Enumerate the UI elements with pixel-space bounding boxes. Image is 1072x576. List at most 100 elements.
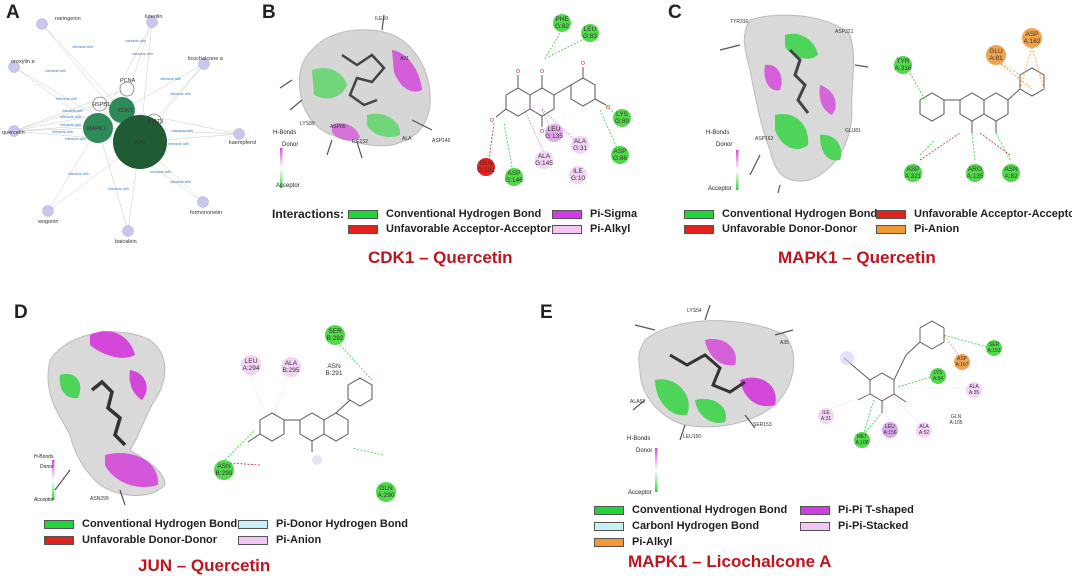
svg-text:GLN: GLN bbox=[951, 414, 962, 420]
svg-text:ILE: ILE bbox=[822, 410, 830, 416]
licochalcone-acceptor-label: Acceptor bbox=[628, 490, 652, 496]
svg-text:G:89: G:89 bbox=[615, 118, 629, 125]
svg-text:interacts with: interacts with bbox=[168, 142, 189, 146]
svg-text:A:167: A:167 bbox=[955, 362, 968, 368]
residue-ala35: ALA A:35 bbox=[966, 382, 982, 398]
svg-text:ASP: ASP bbox=[906, 166, 919, 173]
svg-text:A:108: A:108 bbox=[855, 440, 868, 446]
residue-glu81: GLU A:81 bbox=[986, 45, 1006, 65]
residue-gln290: GLN A:290 bbox=[376, 482, 396, 502]
svg-text:O: O bbox=[606, 105, 610, 111]
node-otoxylin: oroxylin a bbox=[11, 59, 35, 65]
svg-text:ALA: ALA bbox=[285, 360, 298, 367]
svg-text:interacts with: interacts with bbox=[170, 92, 191, 96]
svg-text:interacts with: interacts with bbox=[170, 180, 191, 184]
residue-leu135: LEU G:135 bbox=[545, 124, 563, 142]
node-licochalcone: licochalcone a bbox=[188, 56, 224, 62]
svg-text:G:31: G:31 bbox=[573, 145, 587, 152]
svg-text:B:291: B:291 bbox=[326, 370, 343, 377]
residue-asn82: ASN A:82 bbox=[1002, 164, 1020, 182]
svg-text:LEU: LEU bbox=[245, 358, 258, 365]
panel-letter-b: B bbox=[262, 2, 276, 23]
svg-text:A:31: A:31 bbox=[821, 416, 832, 422]
residue-ile31: ILE A:31 bbox=[818, 408, 834, 424]
legend-d-unfavorable-donor: Unfavorable Donor-Donor bbox=[44, 534, 217, 546]
svg-text:interacts with: interacts with bbox=[56, 97, 77, 101]
svg-text:A:105: A:105 bbox=[949, 420, 962, 426]
svg-text:TYR: TYR bbox=[897, 58, 910, 65]
svg-text:LYS: LYS bbox=[616, 111, 628, 118]
legend-c-conventional-hbond: Conventional Hydrogen Bond bbox=[684, 208, 877, 220]
svg-text:ILE132: ILE132 bbox=[352, 139, 368, 145]
legend-e-carbon-hbond: Carbonl Hydrogen Bond bbox=[594, 520, 759, 532]
svg-text:G:146: G:146 bbox=[505, 177, 523, 184]
node-baicalein: baicalein bbox=[115, 239, 137, 245]
svg-text:A31: A31 bbox=[400, 56, 409, 62]
node-luteolin: luteolin bbox=[145, 14, 162, 20]
svg-text:ASP: ASP bbox=[613, 148, 626, 155]
svg-text:A:54: A:54 bbox=[933, 376, 944, 382]
node-jun: JUN bbox=[134, 140, 145, 146]
cdk1-acceptor-label: Acceptor bbox=[276, 183, 300, 189]
residue-asn291: ASN B:291 bbox=[324, 360, 344, 380]
legend-e-pi-pi-stacked: Pi-Pi-Stacked bbox=[800, 520, 908, 532]
svg-text:GLN: GLN bbox=[479, 160, 493, 167]
svg-text:ASP: ASP bbox=[1025, 31, 1038, 38]
svg-text:interacts with: interacts with bbox=[65, 137, 86, 141]
legend-pi-alkyl: Pi-Alkyl bbox=[552, 223, 630, 235]
svg-text:SER: SER bbox=[328, 328, 342, 335]
cdk1-donor-label: Donor bbox=[282, 142, 299, 148]
svg-text:interacts with: interacts with bbox=[132, 52, 153, 56]
cdk1-title: CDK1 – Quercetin bbox=[368, 248, 513, 267]
svg-text:LYS89: LYS89 bbox=[300, 121, 315, 127]
legend-unfavorable-acceptor: Unfavorable Acceptor-Acceptor bbox=[348, 223, 551, 235]
svg-text:ASP: ASP bbox=[957, 356, 968, 362]
residue-met108: MET A:108 bbox=[854, 432, 870, 448]
svg-text:SER153: SER153 bbox=[753, 422, 772, 428]
svg-text:interacts with: interacts with bbox=[150, 170, 171, 174]
residue-ser153: SER A:153 bbox=[986, 340, 1002, 356]
cdk1-2d-interaction: O O O O O O PHE G:82 LEU G:83 LYS G:89 A… bbox=[477, 14, 631, 186]
svg-text:interacts with: interacts with bbox=[172, 129, 193, 133]
residue-ile10: ILE G:10 bbox=[569, 166, 587, 184]
svg-text:ASN299: ASN299 bbox=[90, 496, 109, 502]
licochalcone-hbonds-label: H-Bonds bbox=[627, 436, 651, 442]
svg-text:ALA52: ALA52 bbox=[630, 399, 645, 405]
svg-text:ASP: ASP bbox=[507, 170, 520, 177]
svg-text:A:52: A:52 bbox=[919, 430, 930, 436]
svg-text:interacts with: interacts with bbox=[60, 115, 81, 119]
residue-gln131: GLN G:131 bbox=[477, 158, 495, 176]
residue-arg135: ARG A:135 bbox=[966, 164, 984, 182]
svg-text:ASP146: ASP146 bbox=[432, 138, 451, 144]
jun-donor-label: Donor bbox=[40, 464, 54, 470]
node-kaempferol: kaempferol bbox=[229, 140, 256, 146]
node-naringenin: naringenin bbox=[55, 16, 81, 22]
residue-leu83: LEU G:83 bbox=[581, 24, 599, 42]
residue-gln105: GLN A:105 bbox=[948, 412, 964, 428]
legend-c-pi-anion: Pi-Anion bbox=[876, 223, 959, 235]
svg-text:A:35: A:35 bbox=[969, 390, 980, 396]
residue-ala295: ALA B:295 bbox=[281, 357, 301, 377]
svg-text:LYS54: LYS54 bbox=[687, 308, 702, 314]
mapk1-quercetin-title: MAPK1 – Quercetin bbox=[778, 248, 936, 267]
svg-text:ILE10: ILE10 bbox=[375, 16, 388, 22]
residue-asp146: ASP G:146 bbox=[505, 168, 523, 186]
panel-letter-c: C bbox=[668, 2, 682, 23]
svg-text:interacts with: interacts with bbox=[72, 45, 93, 49]
svg-text:A:153: A:153 bbox=[987, 348, 1000, 354]
residue-asn299: ASN B:299 bbox=[214, 460, 234, 480]
cdk1-hbonds-label: H-Bonds bbox=[273, 130, 297, 136]
residue-lys54: LYS A:54 bbox=[930, 368, 946, 384]
residue-asp321: ASP A:321 bbox=[904, 164, 922, 182]
svg-text:LEU: LEU bbox=[584, 26, 597, 33]
node-pcna: PCNA bbox=[120, 78, 136, 84]
mapk1-hbonds-label: H-Bonds bbox=[706, 130, 730, 136]
svg-text:G:83: G:83 bbox=[583, 33, 597, 40]
svg-text:GLU81: GLU81 bbox=[845, 128, 861, 134]
svg-text:TYR316: TYR316 bbox=[730, 19, 749, 25]
svg-text:O: O bbox=[540, 69, 544, 75]
jun-surface-view: ASN299 bbox=[47, 331, 166, 506]
jun-2d-interaction: SER B:292 LEU A:294 ALA B:295 ASN B:291 … bbox=[214, 325, 396, 502]
svg-text:B:292: B:292 bbox=[327, 335, 344, 342]
legend-e-pi-alkyl: Pi-Alkyl bbox=[594, 536, 672, 548]
